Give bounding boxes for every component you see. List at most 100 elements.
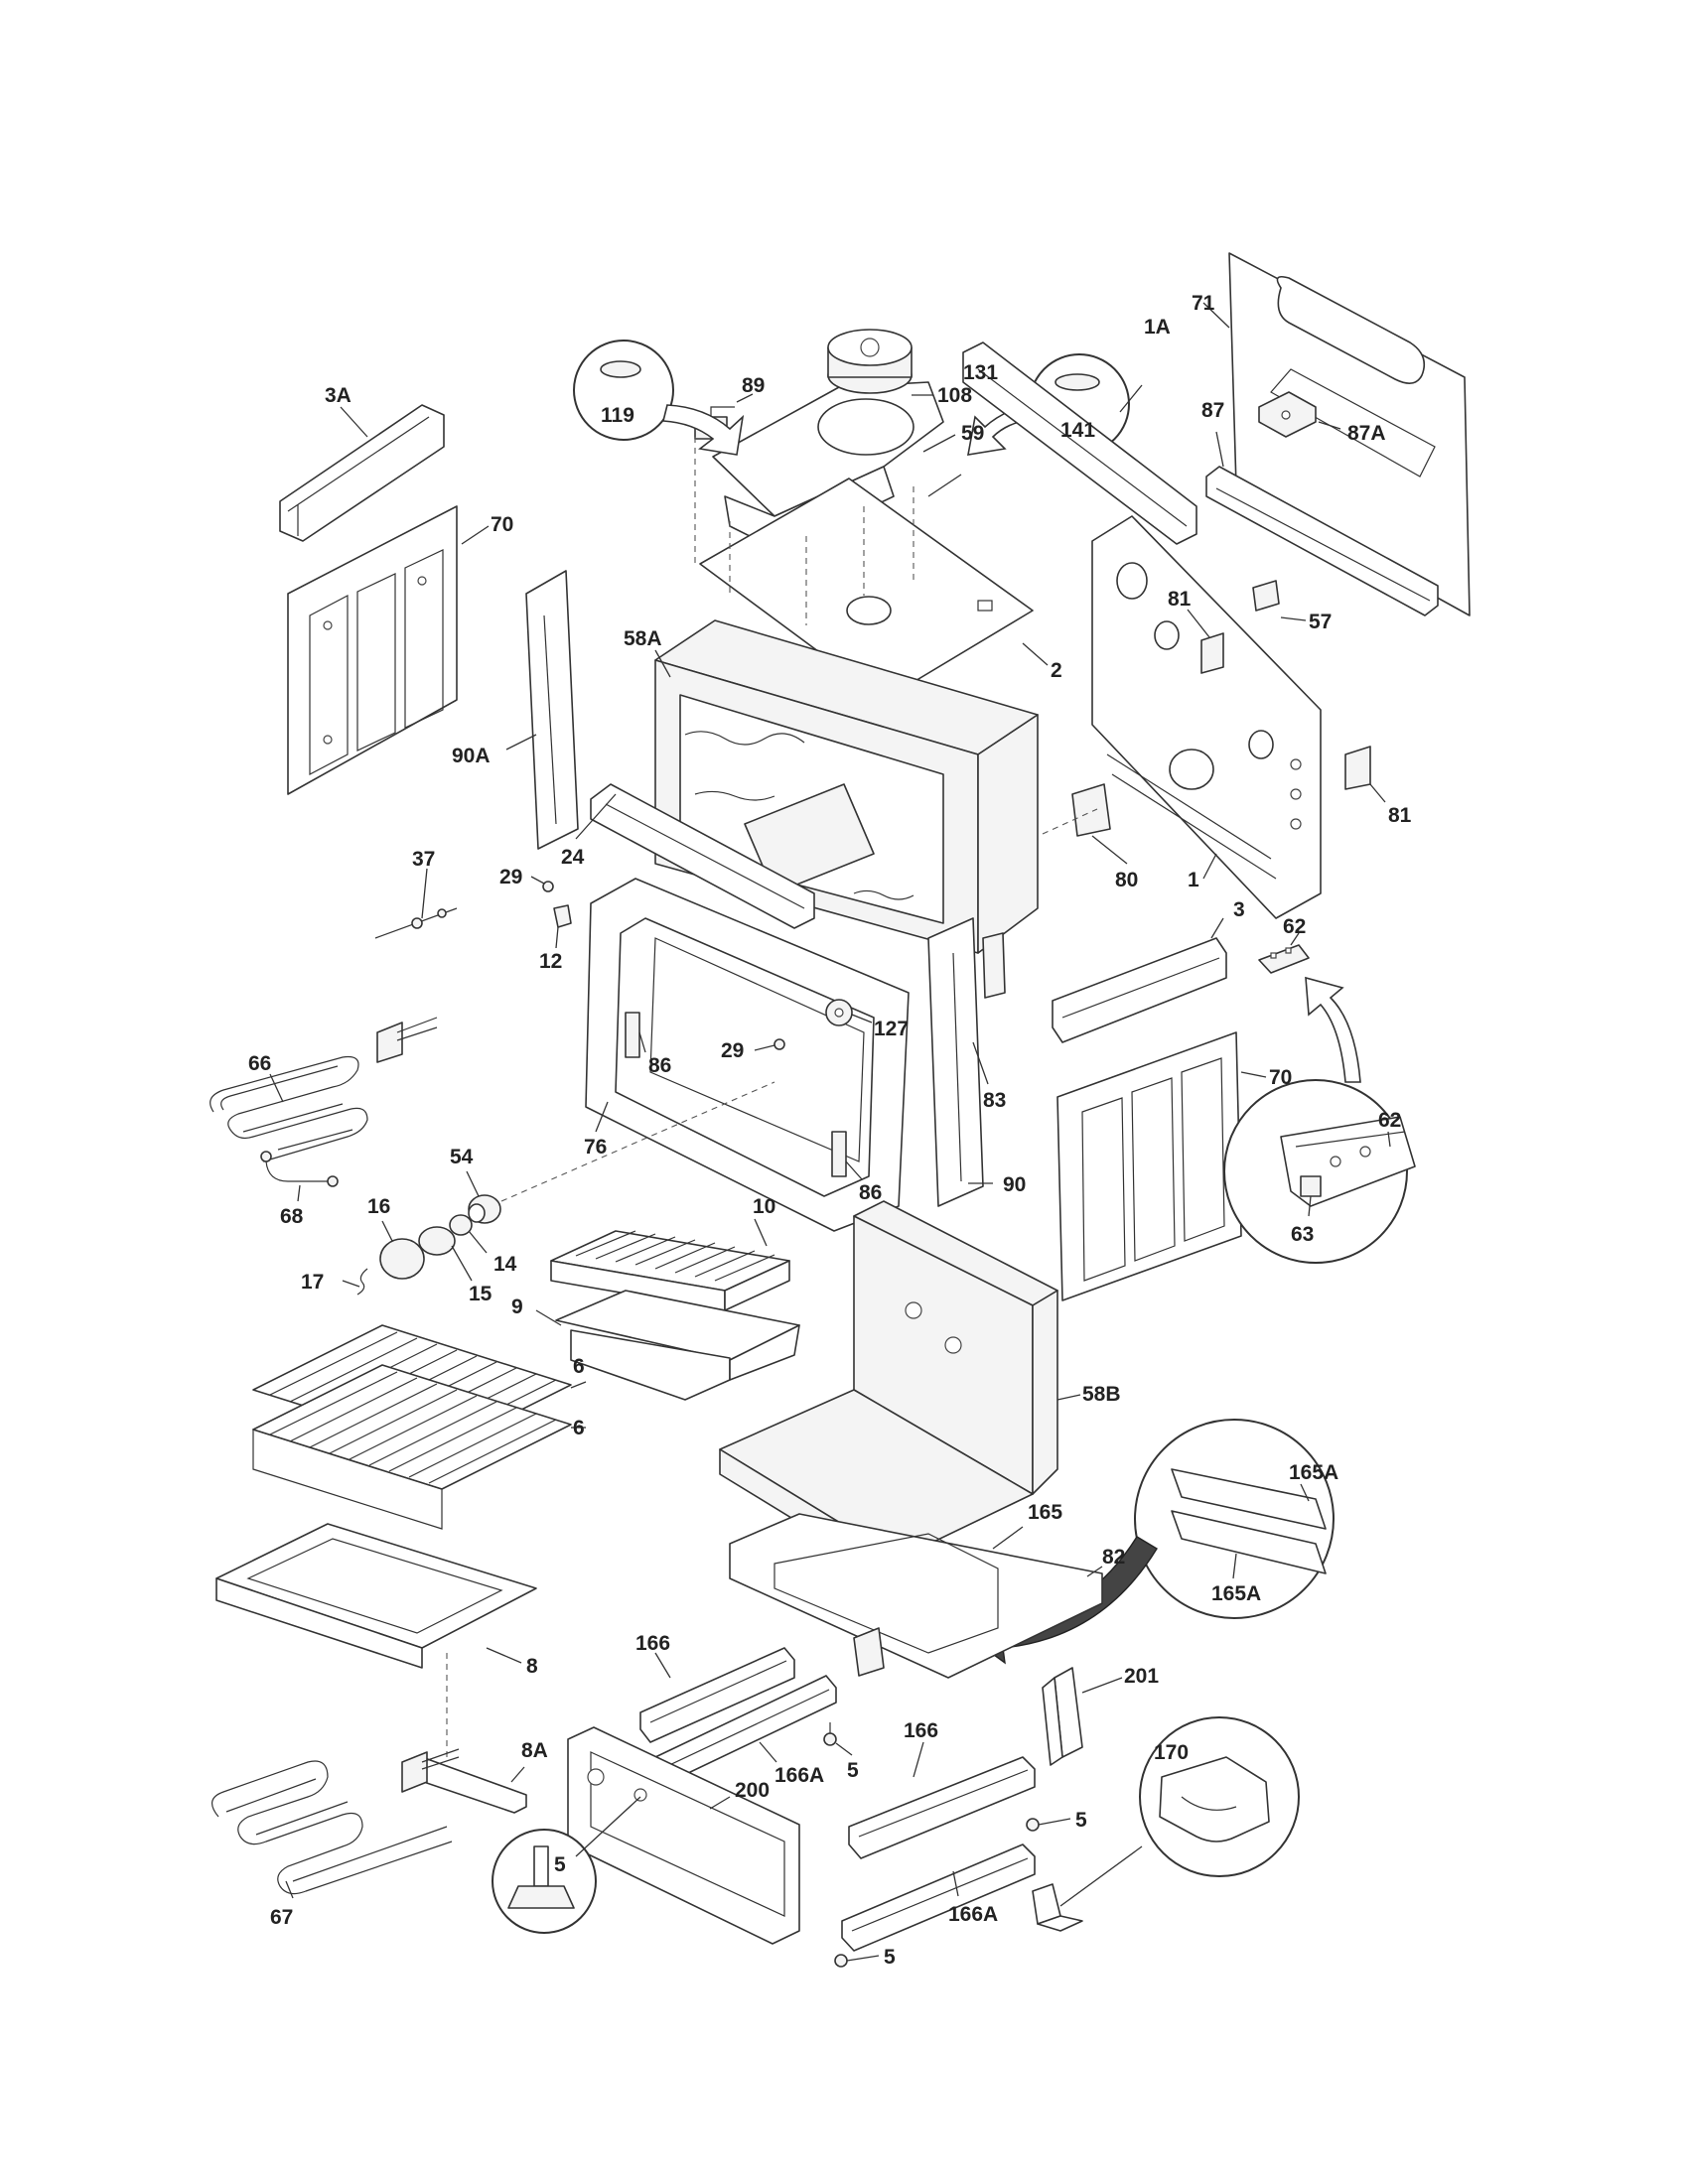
leader-63 (1308, 1195, 1312, 1217)
leader-2 (1022, 642, 1049, 666)
label-70-left: 70 (491, 513, 513, 536)
label-58B: 58B (1082, 1383, 1121, 1406)
leader-67 (285, 1880, 294, 1899)
leader-29b (754, 1044, 775, 1051)
label-3: 3 (1233, 898, 1245, 921)
label-89: 89 (742, 374, 765, 397)
part-67-bake-element (211, 1748, 460, 1895)
label-200: 200 (735, 1779, 770, 1802)
callout-165A-circle (1134, 1419, 1335, 1619)
label-54: 54 (450, 1146, 474, 1168)
label-166-left: 166 (635, 1632, 670, 1655)
part-8-door-panel (215, 1523, 537, 1669)
label-5-a: 5 (847, 1759, 859, 1782)
label-1: 1 (1188, 869, 1199, 891)
label-15: 15 (469, 1283, 492, 1305)
leader-127 (851, 1014, 873, 1024)
label-90A: 90A (452, 745, 491, 767)
label-165: 165 (1028, 1501, 1062, 1524)
label-17: 17 (301, 1271, 324, 1294)
part-81-clip-upper (1200, 632, 1224, 674)
part-70-left-panel (287, 505, 458, 795)
label-6-lower: 6 (573, 1417, 585, 1439)
leader-81a (1187, 609, 1210, 638)
label-87: 87 (1201, 399, 1224, 422)
part-127-fan (825, 999, 853, 1026)
part-82-bottom-tray (729, 1513, 1103, 1679)
leader-5b (1038, 1818, 1071, 1826)
leader-90A (505, 734, 537, 751)
leader-54 (466, 1170, 480, 1197)
leader-1A (1119, 384, 1143, 413)
leader-3A (340, 406, 368, 438)
part-76-door-frame (585, 878, 910, 1232)
leader-8A (510, 1766, 525, 1783)
label-68: 68 (280, 1205, 304, 1228)
part-57-clip (1252, 580, 1280, 612)
leader-8 (486, 1647, 522, 1664)
leader-82 (1086, 1566, 1103, 1577)
part-86-bracket-a (625, 1012, 640, 1058)
part-108-blower-motor (827, 329, 913, 394)
leader-59 (922, 434, 956, 453)
leader-58B (1056, 1394, 1081, 1401)
leader-29a (530, 876, 545, 885)
part-68-screw (260, 1151, 339, 1187)
label-165A-lower: 165A (1211, 1582, 1261, 1605)
label-170: 170 (1154, 1741, 1189, 1764)
label-57: 57 (1309, 611, 1332, 633)
label-62-upper: 62 (1283, 915, 1306, 938)
label-16: 16 (367, 1195, 390, 1218)
callout-170-circle (1139, 1716, 1300, 1877)
label-71: 71 (1192, 292, 1215, 315)
leader-166A-a (759, 1741, 777, 1763)
leader-15 (451, 1245, 473, 1282)
part-6-oven-rack-lower (252, 1364, 572, 1530)
label-12: 12 (539, 950, 562, 973)
label-119: 119 (601, 404, 634, 427)
label-86-lower: 86 (859, 1181, 882, 1204)
leader-166b (913, 1741, 924, 1778)
leader-12 (555, 926, 559, 949)
label-87A: 87A (1347, 422, 1386, 445)
label-81-lower: 81 (1388, 804, 1412, 827)
label-10: 10 (753, 1195, 775, 1218)
leader-3 (1210, 917, 1224, 939)
label-14: 14 (493, 1253, 517, 1276)
part-5-leveler-b (1026, 1818, 1040, 1832)
part-90A-strip (525, 570, 579, 850)
part-81-clip-lower (1344, 746, 1371, 790)
label-70-right: 70 (1269, 1066, 1292, 1089)
leader-62b (1387, 1131, 1391, 1148)
part-5-leveler-a (823, 1722, 837, 1746)
part-62-terminal-block (1258, 944, 1310, 974)
part-83-90-strip (927, 917, 1006, 1207)
part-3A-bracket (279, 404, 445, 542)
part-66-broil-element (210, 1017, 438, 1162)
label-108: 108 (937, 384, 972, 407)
leader-166A-b (952, 1870, 959, 1897)
label-165A-upper: 165A (1289, 1461, 1338, 1484)
part-166-rail-right (848, 1756, 1036, 1859)
dashed-assembly-lines-top (694, 437, 914, 625)
leader-37 (421, 868, 428, 919)
leader-5a (835, 1742, 853, 1756)
part-166A-rail-right (841, 1843, 1036, 1952)
leader-201 (1081, 1677, 1123, 1694)
label-59: 59 (961, 422, 984, 445)
label-80: 80 (1115, 869, 1138, 891)
part-5-leveler-c (834, 1954, 848, 1968)
label-3A: 3A (325, 384, 352, 407)
label-201: 201 (1124, 1665, 1159, 1688)
leader-89 (736, 393, 754, 403)
leader-16 (381, 1220, 393, 1242)
label-29-lower: 29 (721, 1039, 744, 1062)
leader-10 (754, 1218, 768, 1247)
label-63: 63 (1291, 1223, 1314, 1246)
part-58A-insulation (654, 619, 1039, 954)
leader-80 (1091, 835, 1128, 865)
part-number-labels: 3A 89 108 1A 71 87 87A 59 131 119 141 70… (248, 292, 1412, 1969)
label-76: 76 (584, 1136, 607, 1159)
label-166-right: 166 (904, 1719, 938, 1742)
